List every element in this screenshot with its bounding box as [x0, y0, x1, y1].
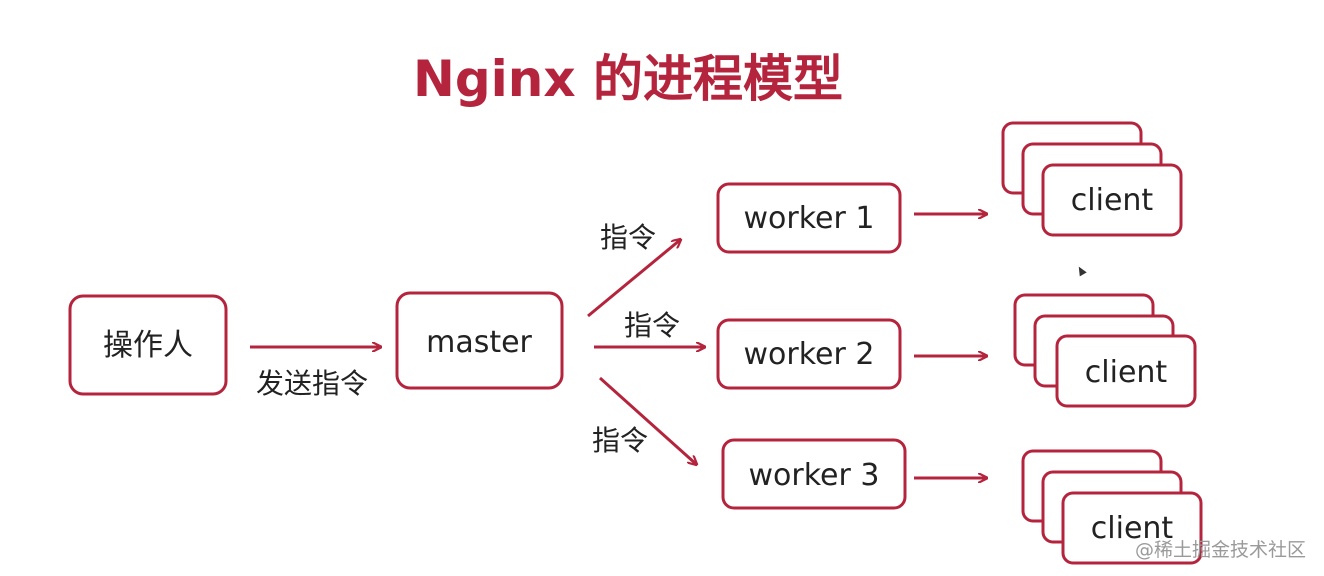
operator-box: [68, 294, 228, 396]
arrow-to-worker-1: [587, 240, 680, 318]
worker-2-node: worker 2: [716, 318, 902, 390]
diagram-title: Nginx 的进程模型: [413, 50, 843, 108]
worker-1-node: worker 1: [716, 182, 902, 254]
master-label: master: [426, 325, 532, 360]
client-label-3: client: [1091, 511, 1174, 546]
client-stack-2: client: [1013, 293, 1197, 408]
worker-3-box: [721, 438, 907, 510]
client-label-2: client: [1085, 355, 1168, 390]
worker-1-label: worker 1: [744, 201, 875, 236]
send-command-label: 发送指令: [256, 367, 368, 400]
worker-3-node: worker 3: [721, 438, 907, 510]
master-box: [395, 291, 564, 390]
client-card-front: [1061, 491, 1203, 565]
instruction-label-3: 指令: [592, 424, 648, 457]
instruction-label-2: 指令: [624, 309, 680, 342]
client-card-front: [1041, 163, 1183, 237]
watermark: @稀土掘金技术社区: [1134, 539, 1306, 561]
client-stack-1: client: [1001, 121, 1183, 237]
operator-label: 操作人: [103, 328, 193, 363]
worker-2-label: worker 2: [744, 337, 875, 372]
client-stack-3: client: [1021, 449, 1203, 565]
instruction-label-1: 指令: [600, 221, 656, 254]
arrow-to-worker-3: [598, 376, 696, 464]
master-node: master: [395, 291, 564, 390]
client-label-1: client: [1071, 183, 1154, 218]
worker-2-box: [716, 318, 902, 390]
worker-1-box: [716, 182, 902, 254]
client-card-front: [1055, 334, 1197, 408]
worker-3-label: worker 3: [749, 458, 880, 493]
operator-node: 操作人: [68, 294, 228, 396]
